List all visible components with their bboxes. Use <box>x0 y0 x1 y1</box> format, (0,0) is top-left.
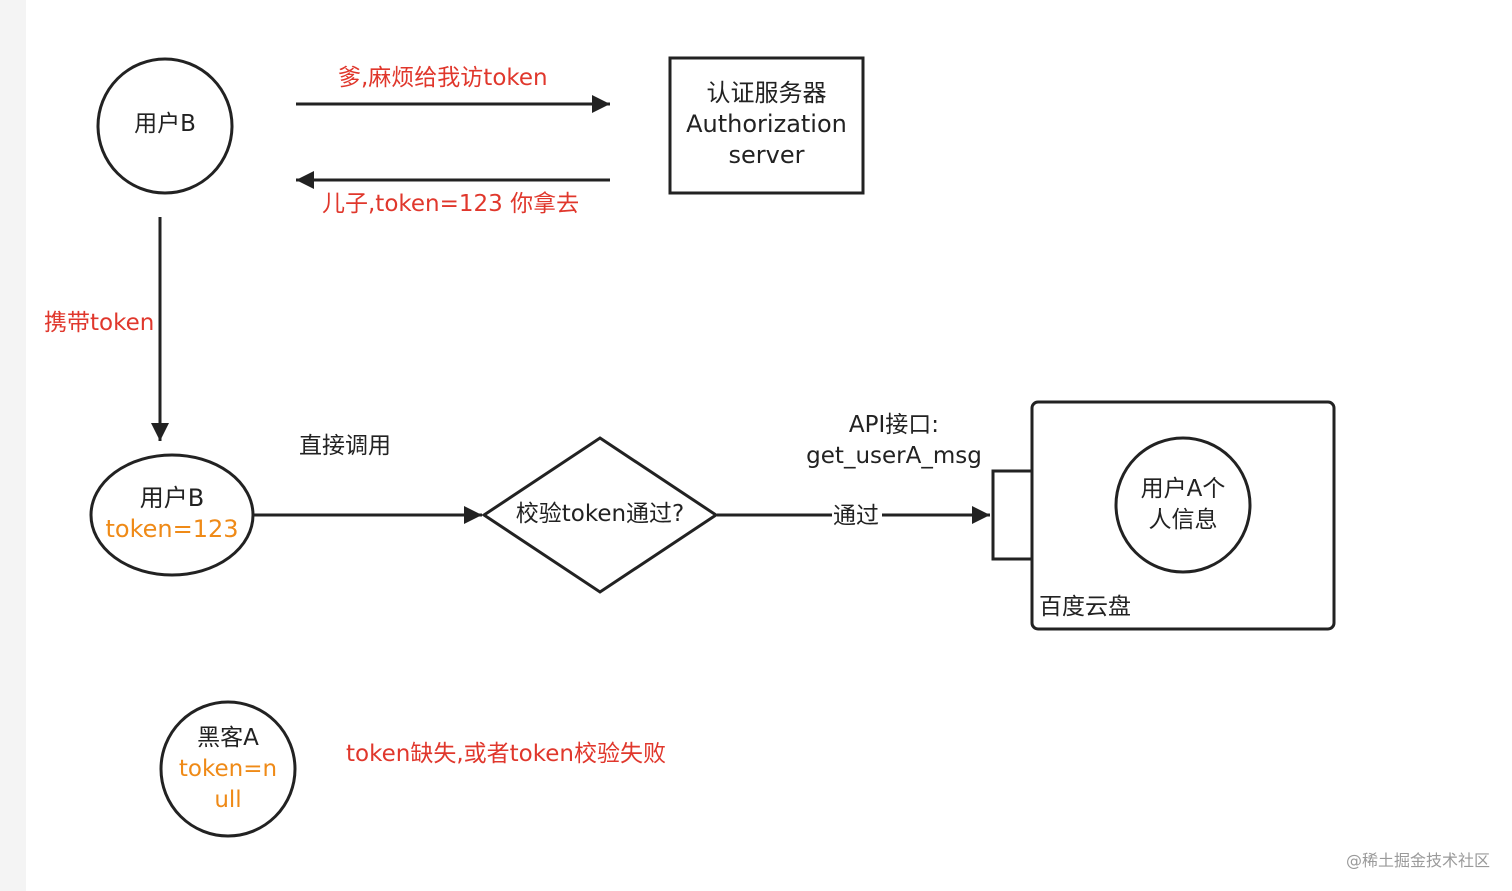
edge-label-pass: 通过 <box>833 503 879 529</box>
user-b-top-label: 用户B <box>134 111 196 137</box>
cloud-disk-label: 百度云盘 <box>1039 594 1131 620</box>
user-a-info-label: 用户A个 人信息 <box>1120 474 1246 536</box>
user-b-top-circle <box>96 57 234 195</box>
user-b-token-circle <box>89 453 255 577</box>
hacker-a-circle <box>159 700 297 838</box>
edge-label-api-line1: API接口: <box>848 412 940 438</box>
api-port-box <box>991 469 1034 561</box>
auth-server-line1: 认证服务器 <box>706 79 827 107</box>
user-b-token-label: 用户B token=123 <box>100 483 244 545</box>
decision-diamond <box>481 436 719 594</box>
user-b-token-line1: 用户B <box>139 484 205 512</box>
hacker-a-line1: 黑客A <box>197 725 259 751</box>
user-a-info-circle <box>1114 436 1252 574</box>
edge-label-return-token: 儿子,token=123 你拿去 <box>322 191 580 217</box>
auth-server-box <box>668 56 865 195</box>
user-a-info-line2: 人信息 <box>1148 507 1218 533</box>
edge-label-direct-call: 直接调用 <box>299 433 391 459</box>
hacker-a-line2: token=n <box>178 756 278 782</box>
failure-note: token缺失,或者token校验失败 <box>346 741 666 767</box>
edge-label-request-token: 爹,麻烦给我访token <box>338 65 548 91</box>
decision-label: 校验token通过? <box>515 501 685 527</box>
user-a-info-line1: 用户A个 <box>1140 476 1226 502</box>
auth-server-line3: server <box>728 141 805 169</box>
hacker-a-line3: ull <box>214 787 242 813</box>
hacker-a-label: 黑客A token=n ull <box>168 723 288 816</box>
auth-server-label: 认证服务器 Authorization server <box>670 78 863 171</box>
left-margin-strip <box>0 0 26 891</box>
user-b-token-line2: token=123 <box>105 515 239 543</box>
auth-server-line2: Authorization <box>686 110 847 138</box>
edge-label-carry-token: 携带token <box>44 310 155 336</box>
watermark: @稀土掘金技术社区 <box>1345 851 1490 870</box>
edge-label-api: API接口: get_userA_msg <box>798 410 990 472</box>
edge-label-api-line2: get_userA_msg <box>806 443 982 469</box>
